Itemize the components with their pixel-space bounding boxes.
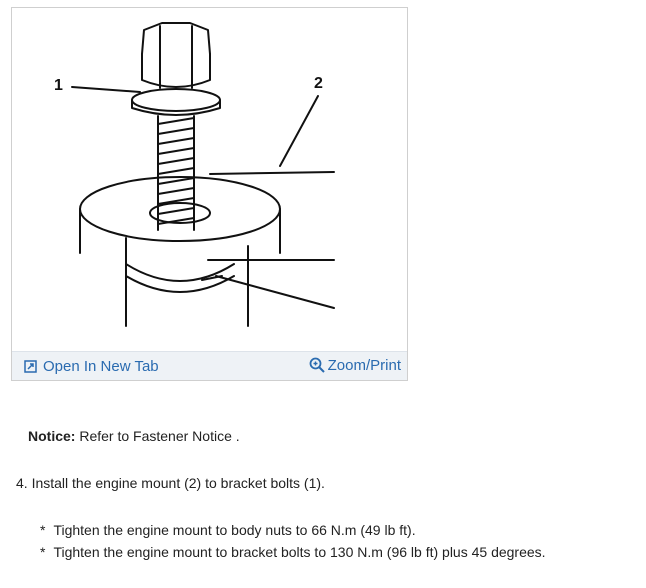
bullet-item: * Tighten the engine mount to bracket bol…: [40, 541, 546, 563]
bolt-mount-diagram: 1 2: [54, 22, 335, 327]
notice-text: Notice: Refer to Fastener Notice .: [28, 428, 240, 444]
bullet-text: Tighten the engine mount to bracket bolt…: [53, 544, 546, 560]
bullet-marker: *: [40, 544, 46, 560]
callout-2: 2: [314, 75, 323, 92]
zoom-print-link[interactable]: Zoom/Print: [309, 355, 401, 375]
open-in-new-tab-link[interactable]: Open In New Tab: [24, 356, 159, 376]
open-in-new-tab-label: Open In New Tab: [43, 357, 159, 375]
notice-body: Refer to Fastener Notice .: [79, 428, 240, 444]
figure-footer: Open In New Tab Zoom/Print: [12, 351, 407, 380]
bullet-text: Tighten the engine mount to body nuts to…: [53, 522, 416, 538]
step-instruction: 4. Install the engine mount (2) to brack…: [16, 475, 325, 491]
zoom-print-label: Zoom/Print: [327, 356, 401, 374]
bullet-marker: *: [40, 522, 46, 538]
torque-bullet-list: * Tighten the engine mount to body nuts t…: [40, 519, 546, 563]
bullet-item: * Tighten the engine mount to body nuts t…: [40, 519, 546, 541]
magnifier-icon: [309, 357, 325, 373]
notice-label: Notice:: [28, 428, 76, 444]
callout-1: 1: [54, 77, 63, 94]
figure-panel: 1 2 Open In New Tab Zoom/Print: [11, 7, 408, 381]
open-new-tab-icon: [24, 359, 37, 373]
